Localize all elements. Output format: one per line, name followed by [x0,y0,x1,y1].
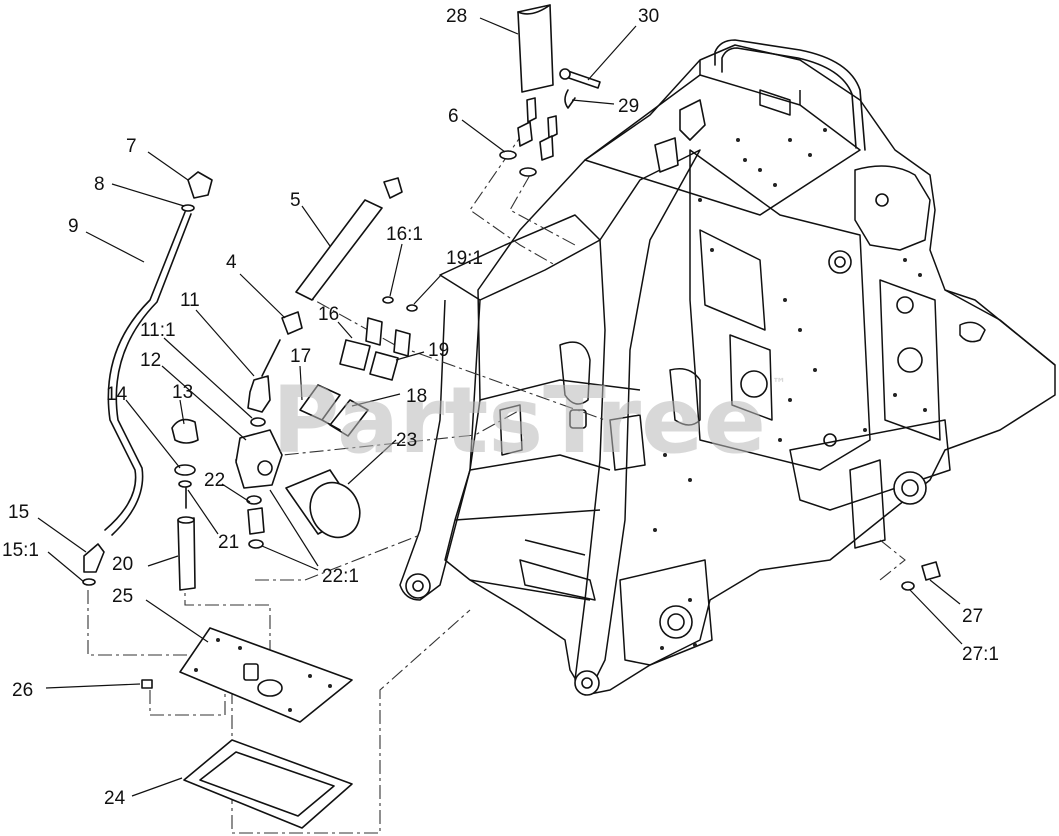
part-4-fitting [281,311,303,335]
callout-19-1: 19:1 [446,248,483,269]
callout-22: 22 [204,470,225,491]
callout-18: 18 [406,386,427,407]
part-16-coupler [339,317,383,371]
callout-25: 25 [112,586,133,607]
callout-16: 16 [318,304,339,325]
callout-4: 4 [226,252,237,273]
callout-labels: 28 30 29 6 7 8 9 5 16:1 19:1 4 11 16 19 … [2,6,999,809]
watermark-text: PartsTree [272,367,766,474]
part-6-fittings [499,97,558,177]
callout-8: 8 [94,174,105,195]
part-18-bracket [329,399,369,437]
part-13-cap [171,418,199,444]
callout-14: 14 [106,384,128,405]
callout-22-1: 22:1 [322,566,359,587]
part-8-ring [181,204,195,212]
callout-28: 28 [446,6,467,27]
part-11-elbow [247,339,281,413]
callout-17: 17 [290,346,311,367]
callout-19: 19 [428,340,449,361]
callout-27-1: 27:1 [962,644,999,665]
callout-9: 9 [68,216,79,237]
part-24-gasket [183,739,353,829]
part-27-plug [901,561,941,591]
part-7-cap [187,171,213,199]
part-9-dipstick-tube [104,211,192,536]
part-11-1-oring [250,417,266,427]
part-19-coupler [369,329,411,381]
part-25-cover-plate [179,627,353,723]
part-14-ring [174,464,196,488]
callout-16-1: 16:1 [386,224,423,245]
part-5-hose [295,177,403,301]
part-28-sleeve [517,4,554,93]
callout-6: 6 [448,106,459,127]
main-frame [399,39,1056,696]
watermark: PartsTree ™ [272,367,786,474]
callout-21: 21 [218,532,239,553]
part-29-clip [564,89,576,109]
callout-7: 7 [126,136,137,157]
callout-leaders [37,17,963,797]
callout-12: 12 [140,350,161,371]
callout-24: 24 [104,788,126,809]
callout-20: 20 [112,554,133,575]
callout-5: 5 [290,190,301,211]
callout-13: 13 [172,382,193,403]
callout-27: 27 [962,606,983,627]
callout-15: 15 [8,502,29,523]
part-20-strainer-tube [177,516,196,591]
part-30-pin [559,68,601,89]
part-12-manifold [235,429,283,489]
part-19-1-oring [406,304,418,312]
part-16-1-oring [382,296,394,304]
callout-23: 23 [396,430,417,451]
callout-30: 30 [638,6,659,27]
part-23-filter [285,469,361,539]
part-15-elbow [82,543,105,586]
callout-26: 26 [12,680,33,701]
part-22-fittings [246,495,265,549]
callout-29: 29 [618,96,639,117]
callout-11-1: 11:1 [140,320,176,341]
callout-15-1: 15:1 [2,540,39,561]
watermark-trademark: ™ [772,376,786,392]
callout-11: 11 [180,290,200,311]
part-26-bolt [141,679,153,689]
frame-bolt-holes [653,128,927,650]
